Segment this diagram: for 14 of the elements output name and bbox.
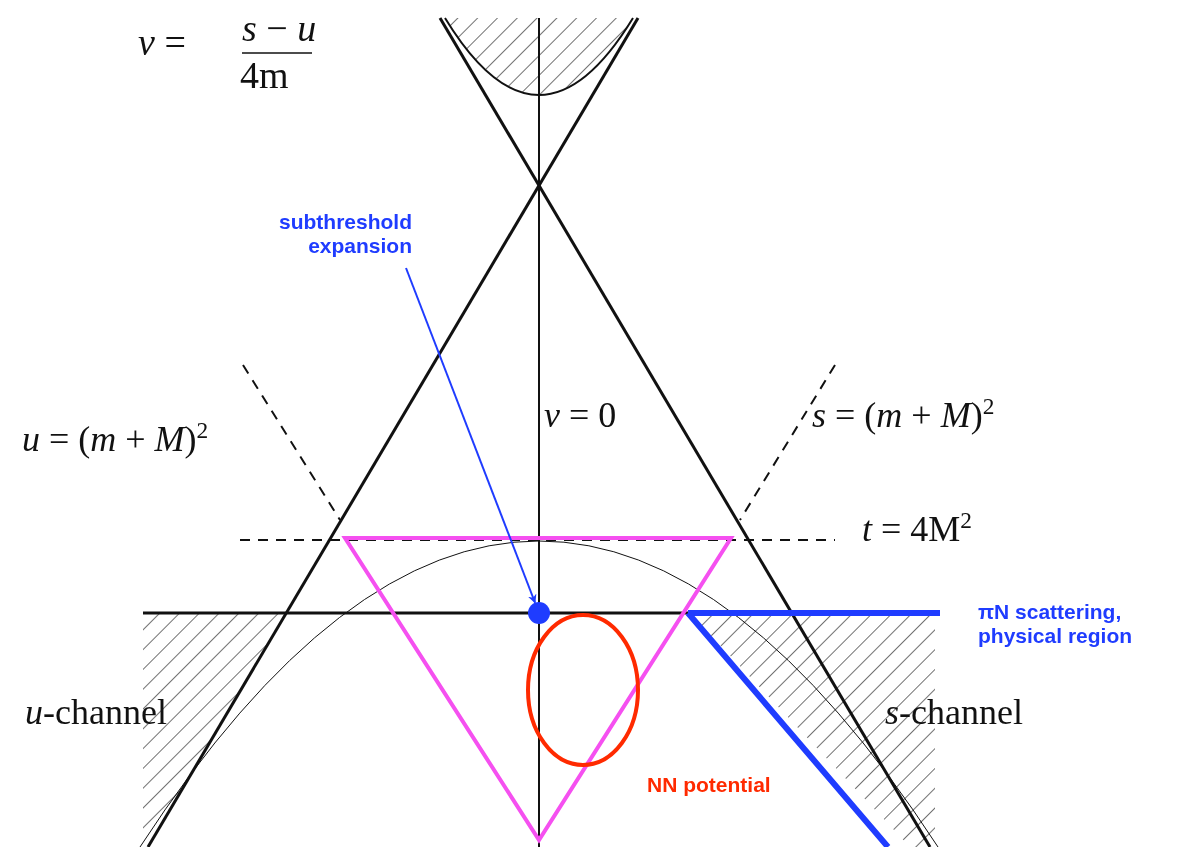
channel-label: u-channel	[25, 693, 167, 733]
fraction-denominator: 4m	[240, 55, 289, 97]
arrow	[405, 267, 537, 604]
region-label: πN scattering, physical region	[978, 600, 1134, 648]
threshold-label: s = (m + M)$^{2}$	[812, 396, 995, 436]
threshold-label: u = (m + M)$^{2}$	[22, 420, 209, 460]
threshold-label: t = 4M$^{2}$	[862, 510, 973, 550]
annotation-text: subthreshold expansion	[278, 210, 412, 258]
region-label: NN potential	[647, 773, 772, 797]
fraction-numerator: s − u	[242, 8, 317, 50]
channel-label: s-channel	[885, 693, 1023, 733]
axis-label: ν = 0	[544, 396, 617, 436]
formula-text: ν =	[138, 22, 186, 64]
point-marker	[528, 602, 550, 624]
